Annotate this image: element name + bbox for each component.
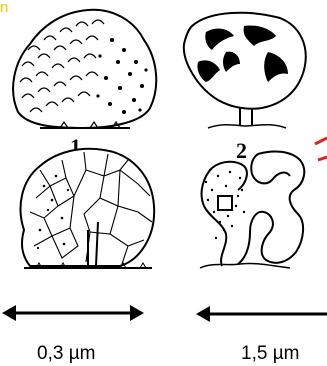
tree-4-illustration bbox=[200, 152, 304, 268]
scale-label-1: 0,3 µm bbox=[37, 344, 95, 364]
tree-3-illustration bbox=[21, 149, 155, 268]
red-mark bbox=[315, 138, 327, 160]
scale-bar-arrow-1 bbox=[2, 305, 144, 321]
scale-bar-arrow-2 bbox=[196, 306, 327, 322]
tree-1-illustration bbox=[13, 10, 156, 128]
scale-label-2: 1,5 µm bbox=[241, 344, 299, 364]
tree-2-illustration bbox=[184, 13, 306, 128]
panel-number-2: 2 bbox=[236, 138, 247, 163]
